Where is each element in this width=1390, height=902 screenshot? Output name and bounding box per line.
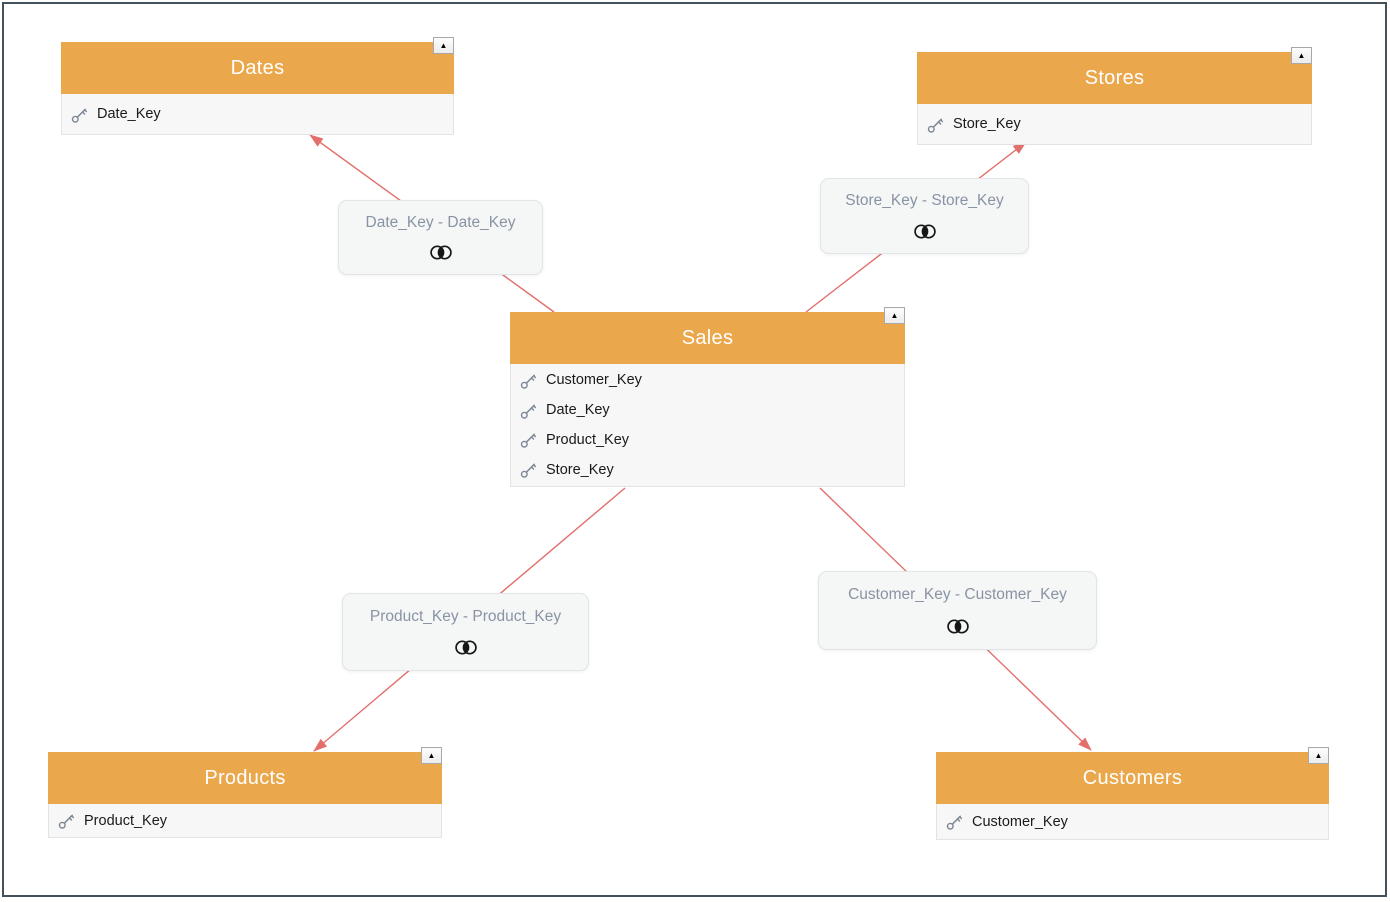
- table-customers[interactable]: ▲ Customers Customer_Key: [936, 747, 1329, 840]
- field-row[interactable]: Date_Key: [62, 101, 453, 128]
- key-icon: [58, 814, 75, 829]
- inner-join-icon: [429, 245, 452, 260]
- table-title: Stores: [917, 52, 1312, 104]
- field-row[interactable]: Store_Key: [918, 111, 1311, 138]
- collapse-button[interactable]: ▲: [884, 307, 905, 324]
- field-row[interactable]: Product_Key: [511, 426, 904, 453]
- field-row[interactable]: Date_Key: [511, 397, 904, 424]
- field-row[interactable]: Store_Key: [511, 456, 904, 483]
- field-row[interactable]: Customer_Key: [937, 808, 1328, 835]
- table-sales[interactable]: ▲ Sales Customer_Key: [510, 307, 905, 487]
- key-icon: [71, 108, 88, 123]
- key-icon: [520, 404, 537, 419]
- table-field-list: Date_Key: [61, 94, 454, 135]
- key-icon: [520, 463, 537, 478]
- key-icon: [520, 374, 537, 389]
- table-field-list: Product_Key: [48, 804, 442, 838]
- field-name: Customer_Key: [546, 372, 642, 389]
- field-row[interactable]: Customer_Key: [511, 367, 904, 394]
- inner-join-icon: [454, 640, 477, 655]
- table-products[interactable]: ▲ Products Product_Key: [48, 747, 442, 838]
- inner-join-icon: [913, 224, 936, 239]
- relationship-label: Store_Key - Store_Key: [845, 192, 1004, 209]
- table-title: Products: [48, 752, 442, 804]
- field-name: Product_Key: [546, 431, 630, 448]
- key-icon: [927, 118, 944, 133]
- table-field-list: Customer_Key Date_Key: [510, 364, 905, 487]
- relationship-label: Date_Key - Date_Key: [365, 213, 516, 231]
- relationship-label: Customer_Key - Customer_Key: [848, 586, 1067, 603]
- field-row[interactable]: Product_Key: [49, 807, 441, 834]
- collapse-button[interactable]: ▲: [1308, 747, 1329, 764]
- field-name: Date_Key: [546, 402, 610, 419]
- key-icon: [946, 815, 963, 830]
- table-field-list: Customer_Key: [936, 804, 1329, 840]
- table-dates[interactable]: ▲ Dates Date_Key: [61, 37, 454, 135]
- collapse-button[interactable]: ▲: [1291, 47, 1312, 64]
- table-stores[interactable]: ▲ Stores Store_Key: [917, 47, 1312, 145]
- collapse-button[interactable]: ▲: [421, 747, 442, 764]
- relationship-card-customer[interactable]: Customer_Key - Customer_Key: [818, 571, 1097, 650]
- table-title: Sales: [510, 312, 905, 364]
- table-field-list: Store_Key: [917, 104, 1312, 145]
- field-name: Store_Key: [953, 116, 1021, 132]
- relationship-label: Product_Key - Product_Key: [369, 607, 562, 625]
- relationship-card-product[interactable]: Product_Key - Product_Key: [342, 593, 589, 671]
- relationship-card-store[interactable]: Store_Key - Store_Key: [820, 178, 1029, 254]
- field-name: Date_Key: [97, 106, 161, 122]
- collapse-button[interactable]: ▲: [433, 37, 454, 54]
- relationship-card-date[interactable]: Date_Key - Date_Key: [338, 200, 543, 275]
- key-icon: [520, 433, 537, 449]
- field-name: Store_Key: [546, 461, 614, 478]
- table-title: Customers: [936, 752, 1329, 804]
- table-title: Dates: [61, 42, 454, 94]
- inner-join-icon: [946, 619, 969, 634]
- field-name: Product_Key: [84, 812, 168, 829]
- field-name: Customer_Key: [972, 813, 1068, 830]
